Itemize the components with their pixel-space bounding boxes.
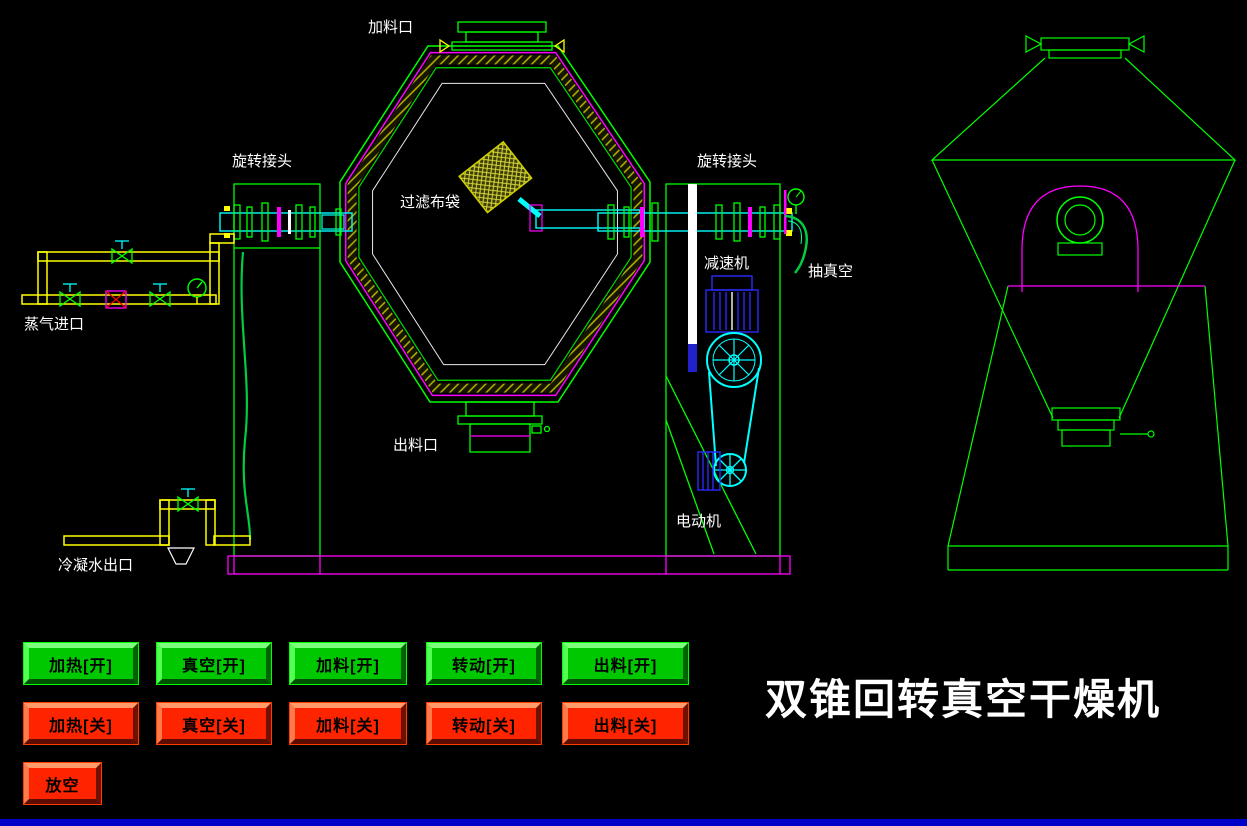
label-feed-port: 加料口 xyxy=(368,19,413,36)
vacuum-off-button[interactable]: 真空[关] xyxy=(157,703,271,744)
drain-funnel xyxy=(167,547,195,565)
pressure-gauge-left xyxy=(187,278,207,304)
diagram-labels: 加料口 旋转接头 旋转接头 过滤布袋 蒸气进口 出料口 减速机 抽真空 电动机 … xyxy=(24,19,853,574)
label-steam-inlet: 蒸气进口 xyxy=(24,316,84,333)
feed-on-button[interactable]: 加料[开] xyxy=(290,643,406,684)
vessel-front-view xyxy=(930,35,1237,571)
heat-off-button[interactable]: 加热[关] xyxy=(24,703,138,744)
label-discharge-port: 出料口 xyxy=(393,437,438,454)
rotary-joint-right xyxy=(597,184,793,372)
page-title: 双锥回转真空干燥机 xyxy=(765,676,1162,723)
bottom-bar xyxy=(0,819,1247,826)
rotate-on-button[interactable]: 转动[开] xyxy=(427,643,541,684)
label-rotary-joint-left: 旋转接头 xyxy=(232,153,292,170)
steam-valve-1 xyxy=(59,283,81,308)
drive-system xyxy=(697,275,762,491)
label-condensate-outlet: 冷凝水出口 xyxy=(58,557,133,574)
dryer-diagram: 加料口 旋转接头 旋转接头 过滤布袋 蒸气进口 出料口 减速机 抽真空 电动机 … xyxy=(21,19,1237,575)
tensioner-bar xyxy=(688,184,697,344)
discharge-port xyxy=(457,401,551,453)
condensate-piping xyxy=(63,499,251,546)
vacuum-line xyxy=(784,188,808,274)
discharge-on-button[interactable]: 出料[开] xyxy=(563,643,688,684)
heat-on-button[interactable]: 加热[开] xyxy=(24,643,138,684)
front-view-arch xyxy=(1008,185,1205,292)
clamp-left xyxy=(439,38,451,54)
steam-valve-2 xyxy=(149,283,171,308)
feed-port xyxy=(439,21,565,54)
bypass-valve xyxy=(111,240,133,265)
label-filter-bag: 过滤布袋 xyxy=(400,194,460,211)
label-motor: 电动机 xyxy=(676,513,721,530)
discharge-off-button[interactable]: 出料[关] xyxy=(563,703,688,744)
small-pulley xyxy=(713,453,747,487)
clamp-right xyxy=(553,38,565,54)
large-pulley xyxy=(706,332,762,388)
steam-piping xyxy=(21,233,235,305)
motor-body xyxy=(697,451,721,491)
right-support-column xyxy=(665,183,781,557)
steam-strainer xyxy=(105,290,127,309)
feed-off-button[interactable]: 加料[关] xyxy=(290,703,406,744)
reducer-unit xyxy=(705,275,759,333)
filter-bag xyxy=(458,140,645,232)
vessel-side-view xyxy=(339,45,651,403)
label-reducer: 减速机 xyxy=(704,255,749,272)
trunnion-circle xyxy=(1056,196,1104,244)
rotate-off-button[interactable]: 转动[关] xyxy=(427,703,541,744)
vacuum-on-button[interactable]: 真空[开] xyxy=(157,643,271,684)
label-vacuum: 抽真空 xyxy=(808,262,853,280)
label-rotary-joint-right: 旋转接头 xyxy=(697,153,757,170)
vent-button[interactable]: 放空 xyxy=(24,763,101,804)
rotary-joint-left xyxy=(219,202,353,242)
machine-base xyxy=(227,555,791,575)
drive-belt xyxy=(708,367,760,467)
condensate-valve xyxy=(177,488,199,513)
condensate-hose xyxy=(240,251,252,541)
